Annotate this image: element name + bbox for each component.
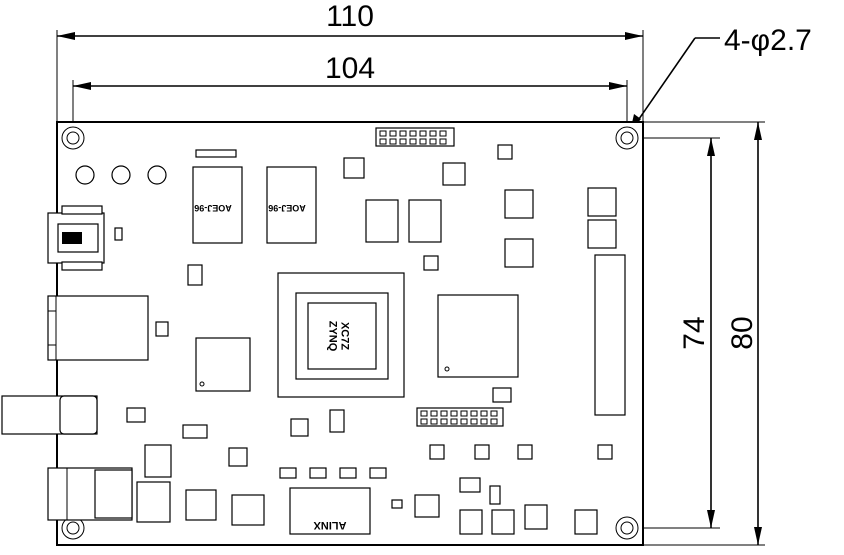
dim-label-110: 110 [326,0,374,33]
dimension-overall-height: 80 [643,121,765,546]
dim-label-holes: 4-φ2.7 [724,24,812,57]
mounting-holes [61,126,639,540]
ddr-right-label: AOEJ-96 [268,203,306,213]
mount-hole-bottom-right [615,516,639,540]
dimension-overall-width: 110 [56,0,644,122]
top-pin-header [375,127,455,147]
right-vertical-connector [594,254,626,416]
lower-pin-header [416,407,504,427]
small-components-bottom [126,387,613,535]
small-components-top [155,144,617,337]
dim-label-80: 80 [726,316,759,349]
fpga-label: XC7ZZYNQ [326,321,350,352]
mini-usb-connector [47,205,123,271]
mount-hole-top-left [61,126,85,150]
large-chip-right [437,294,519,378]
led-row [75,165,167,185]
dim-label-104: 104 [325,52,375,85]
power-jack [1,395,98,435]
ddr-chip-right: AOEJ-96 [266,166,317,244]
ddr-left-label: AOEJ-96 [194,203,232,213]
logo-box: ALINX [289,487,371,535]
dimension-hole-height: 74 [643,137,720,529]
fpga-zone: XC7ZZYNQ [277,272,405,398]
logo-label: ALINX [313,519,347,531]
mount-hole-top-right [615,126,639,150]
chip-left-mid [195,337,251,392]
dim-label-74: 74 [678,316,711,349]
dimension-hole-callout: 4-φ2.7 [629,24,812,133]
ethernet-connector [47,295,149,361]
dimension-hole-width: 104 [72,52,628,125]
ddr-chip-left: AOEJ-96 [192,166,243,244]
bottom-left-connector [47,467,133,521]
